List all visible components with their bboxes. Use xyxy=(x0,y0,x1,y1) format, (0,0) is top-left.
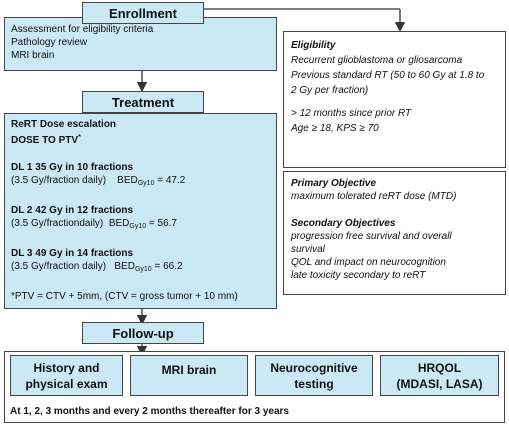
followup-box-hrqol: HRQOL(MDASI, LASA) xyxy=(380,355,499,396)
followup-box-line: physical exam xyxy=(25,376,108,391)
bed-value: = 66.2 xyxy=(151,261,183,272)
bed-sub: Gy10 xyxy=(129,223,147,230)
treatment-title: ReRT Dose escalation xyxy=(11,119,117,130)
bed-value: = 47.2 xyxy=(154,175,186,186)
followup-header: Follow-up xyxy=(82,322,204,344)
followup-box-mri: MRI brain xyxy=(130,355,248,396)
treatment-footnote: *PTV = CTV + 5mm, (CTV = gross tumor + 1… xyxy=(11,291,238,302)
enrollment-item: Assessment for eligibility criteria xyxy=(11,24,154,35)
bed-sub: Gy10 xyxy=(137,180,155,187)
followup-box-line: MRI brain xyxy=(161,363,217,377)
dose-level-label: DL 1 35 Gy in 10 fractions xyxy=(11,162,134,173)
enrollment-box: Assessment for eligibility criteria Path… xyxy=(4,17,277,71)
followup-box-line: Neurocognitive xyxy=(270,360,358,375)
enrollment-item: Pathology review xyxy=(11,37,88,48)
secondary-objective-line: QOL and impact on neurocognition xyxy=(291,257,446,268)
primary-objective-text: maximum tolerated reRT dose (MTD) xyxy=(291,191,457,202)
eligibility-line: Age ≥ 18, KPS ≥ 70 xyxy=(291,123,379,134)
bed-prefix: BED xyxy=(108,218,130,229)
eligibility-line: 2 Gy per fraction) xyxy=(291,85,369,96)
bed-prefix: BED xyxy=(117,175,138,186)
treatment-header: Treatment xyxy=(82,91,204,113)
dose-level-detail: (3.5 Gy/fraction daily) xyxy=(11,175,107,186)
dose-level-label: DL 2 42 Gy in 12 fractions xyxy=(11,205,134,216)
eligibility-box: Eligibility Recurrent glioblastoma or gl… xyxy=(283,31,506,168)
followup-box-line: testing xyxy=(294,376,334,391)
primary-objective-title: Primary Objective xyxy=(291,178,377,189)
secondary-objective-line: survival xyxy=(291,244,325,255)
eligibility-line: Previous standard RT (50 to 60 Gy at 1.8… xyxy=(291,70,485,81)
dose-level-detail: (3.5 Gy/fraction daily) xyxy=(11,261,107,272)
followup-box-line: History and xyxy=(33,360,100,375)
objectives-box: Primary Objective maximum tolerated reRT… xyxy=(283,171,506,295)
bed-sub: Gy10 xyxy=(134,266,152,273)
dose-level-detail: (3.5 Gy/fractiondaily) xyxy=(11,218,104,229)
enrollment-item: MRI brain xyxy=(11,50,55,61)
eligibility-line: Recurrent glioblastoma or gliosarcoma xyxy=(291,55,463,66)
secondary-objective-line: progression free survival and overall xyxy=(291,231,452,242)
secondary-objectives-title: Secondary Objectives xyxy=(291,218,396,229)
followup-box-line: (MDASI, LASA) xyxy=(396,376,483,391)
bed-value: = 56.7 xyxy=(146,218,177,229)
treatment-subtitle: DOSE TO PTV xyxy=(11,135,79,146)
followup-box-line: HRQOL xyxy=(417,360,462,375)
treatment-box: ReRT Dose escalation DOSE TO PTV* DL 1 3… xyxy=(4,113,277,309)
enrollment-header: Enrollment xyxy=(82,2,204,24)
secondary-objective-line: late toxicity secondary to reRT xyxy=(291,270,426,281)
eligibility-line: > 12 months since prior RT xyxy=(291,108,412,119)
footnote-mark: * xyxy=(78,134,81,141)
bed-prefix: BED xyxy=(114,261,135,272)
followup-schedule: At 1, 2, 3 months and every 2 months the… xyxy=(10,406,289,417)
eligibility-title: Eligibility xyxy=(291,40,336,51)
dose-level-label: DL 3 49 Gy in 14 fractions xyxy=(11,248,134,259)
